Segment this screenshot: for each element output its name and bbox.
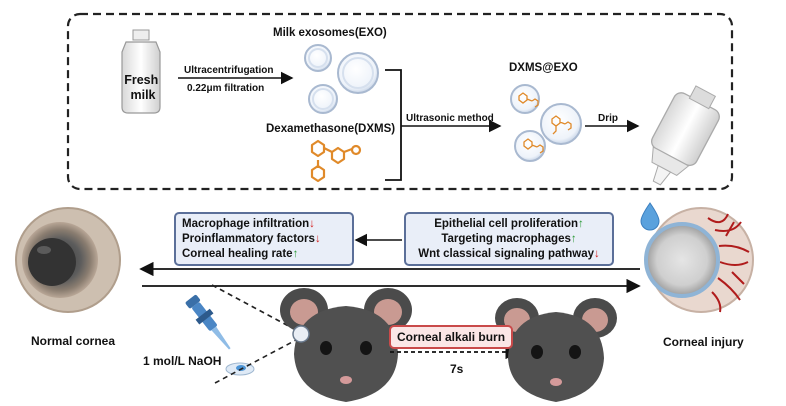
duration-label: 7s: [450, 362, 464, 376]
milk-exosomes-label: Milk exosomes(EXO): [273, 27, 387, 39]
mechanism-text: Epithelial cell proliferation: [434, 218, 579, 230]
therapeutic-effects-box: Macrophage infiltration↓ Proinflammatory…: [174, 212, 354, 266]
mechanism-row: Targeting macrophages↑: [412, 232, 606, 247]
effect-row: Corneal healing rate↑: [182, 247, 346, 262]
normal-cornea-label: Normal cornea: [31, 334, 115, 348]
effect-text: Corneal healing rate: [182, 248, 293, 260]
combine-bracket: [385, 69, 402, 181]
dxms-exo-vesicles-icon: [510, 84, 582, 162]
up-arrow-icon: ↑: [578, 218, 584, 230]
dexamethasone-label: Dexamethasone(DXMS): [266, 123, 395, 135]
alkali-burn-box: Corneal alkali burn: [389, 325, 514, 349]
fresh-milk-label: Fresh milk: [124, 73, 162, 102]
effect-row: Proinflammatory factors↓: [182, 232, 346, 247]
effect-row: Macrophage infiltration↓: [182, 217, 346, 232]
drop-icon: [640, 202, 660, 231]
mechanism-box: Epithelial cell proliferation↑ Targeting…: [404, 212, 614, 266]
fresh-milk-line-2: milk: [130, 88, 155, 102]
preparation-panel: [66, 12, 734, 191]
ultracentrifugation-label: Ultracentrifugation: [184, 65, 273, 76]
mechanism-row: Wnt classical signaling pathway↓: [412, 247, 606, 262]
exosome-vesicles-icon: [304, 44, 379, 114]
up-arrow-icon: ↑: [570, 233, 577, 245]
zoom-lines: [211, 284, 297, 384]
effect-text: Proinflammatory factors: [182, 233, 315, 245]
product-label: DXMS@EXO: [509, 62, 578, 74]
filtration-label: 0.22μm filtration: [187, 83, 264, 94]
corneal-injury-icon: [644, 207, 754, 313]
milk-bottle-icon: [121, 29, 161, 114]
naoh-label: 1 mol/L NaOH: [143, 354, 221, 368]
fresh-milk-line-1: Fresh: [124, 73, 158, 87]
eye-drop-bottle-icon: [651, 85, 720, 186]
ultrasonic-label: Ultrasonic method: [406, 113, 494, 124]
effect-text: Macrophage infiltration: [182, 218, 310, 230]
drip-label: Drip: [598, 113, 618, 124]
mechanism-text: Wnt classical signaling pathway: [418, 248, 594, 260]
mouse-icon: [280, 288, 412, 402]
mechanism-row: Epithelial cell proliferation↑: [412, 217, 606, 232]
up-arrow-icon: ↑: [292, 248, 299, 260]
down-arrow-icon: ↓: [314, 233, 321, 245]
mouse-icon: [495, 298, 617, 402]
dexamethasone-molecule-icon: [310, 139, 362, 183]
corneal-injury-label: Corneal injury: [663, 335, 744, 349]
down-arrow-icon: ↓: [594, 248, 600, 260]
normal-cornea-icon: [15, 207, 121, 313]
down-arrow-icon: ↓: [309, 218, 315, 230]
mechanism-text: Targeting macrophages: [441, 233, 571, 245]
